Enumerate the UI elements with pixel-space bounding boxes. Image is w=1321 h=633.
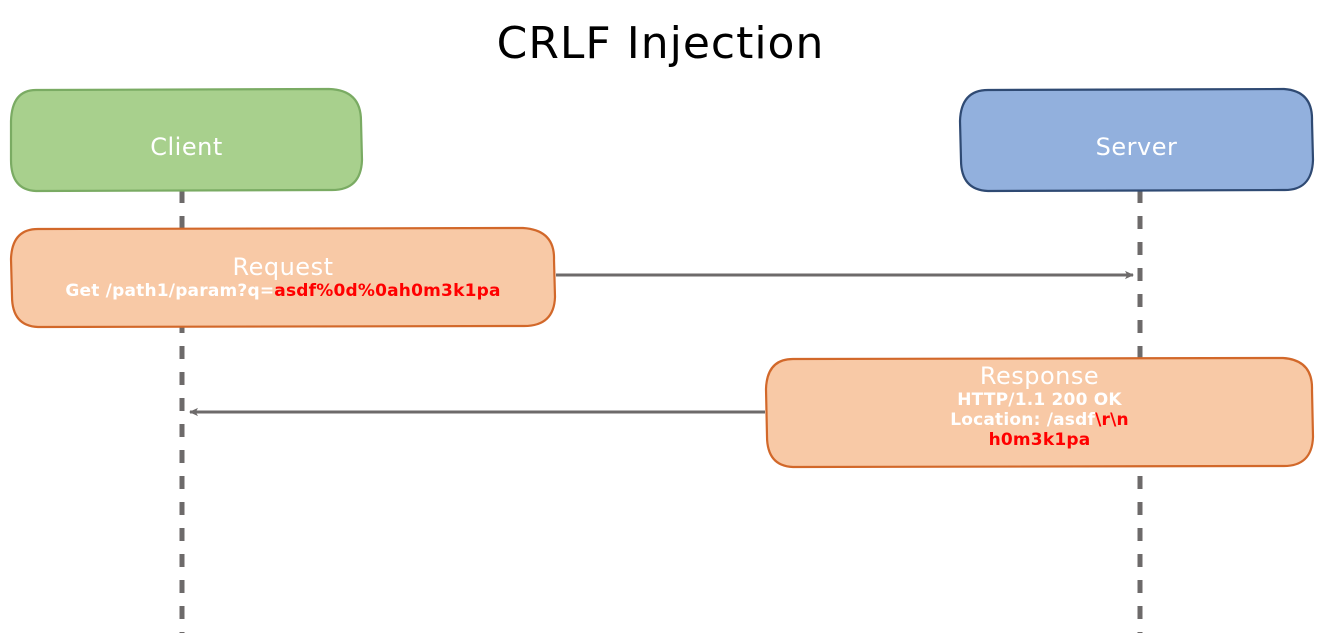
request-injected-payload: asdf%0d%0ah0m3k1pa [274,281,501,301]
lane-label-server: Server [1095,133,1178,161]
message-title-response: Response [979,362,1100,390]
response-location-text: Location: /asdf [950,410,1096,430]
message-title-request: Request [232,253,334,281]
page-title: CRLF Injection [496,18,825,69]
message-line-response-2: h0m3k1pa [766,430,1313,450]
message-box-request[interactable] [9,226,557,329]
message-line-request-0: Get /path1/param?q=asdf%0d%0ah0m3k1pa [11,281,555,301]
message-text-response: Response HTTP/1.1 200 OK Location: /asdf… [766,362,1313,450]
message-box-response[interactable] [764,356,1315,469]
message-text-request: Request Get /path1/param?q=asdf%0d%0ah0m… [11,253,555,301]
lane-label-client: Client [150,133,223,161]
lane-box-server[interactable] [958,87,1315,193]
message-line-response-1: Location: /asdf\r\n [766,410,1313,430]
response-crlf-token: \r\n [1095,410,1129,430]
response-status-text: HTTP/1.1 200 OK [957,390,1122,410]
response-injected-payload: h0m3k1pa [988,430,1091,450]
message-line-response-0: HTTP/1.1 200 OK [766,390,1313,410]
lane-box-client[interactable] [9,87,364,193]
request-path-text: Get /path1/param?q= [65,281,275,301]
